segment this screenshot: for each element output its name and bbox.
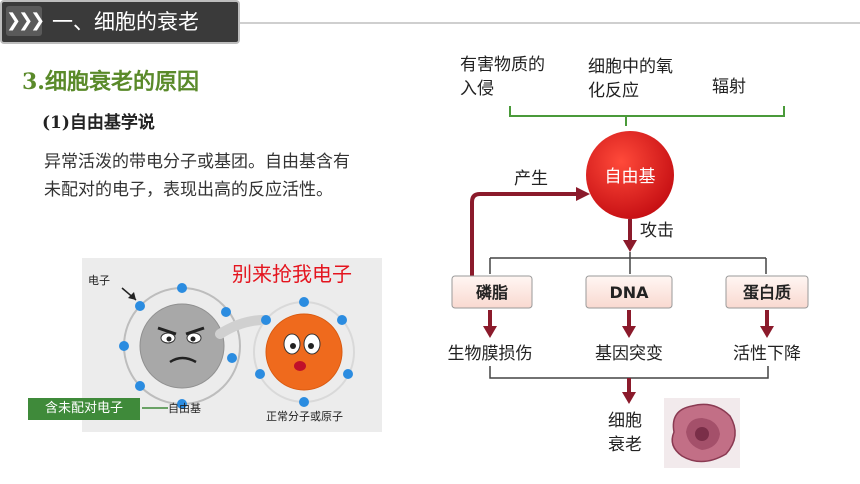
paragraph-line: 异常活泼的带电分子或基团。自由基含有 (44, 152, 350, 172)
target-box-phospholipid (451, 275, 533, 309)
effect-label: 活性下降 (733, 344, 801, 364)
produce-arrow-line (470, 192, 580, 276)
section-title: 3.细胞衰老的原因 (22, 69, 199, 95)
electron-dot (299, 397, 309, 407)
free-radical-label: 自由基 (168, 401, 201, 415)
causes-bracket (509, 106, 785, 117)
page-title: 一、细胞的衰老 (52, 10, 199, 34)
target-label: 蛋白质 (743, 283, 791, 302)
electron-pointer-head (128, 292, 136, 300)
normal-mouth (294, 361, 306, 371)
radical-pupil-right (190, 336, 196, 342)
cause-line: 有害物质的 (460, 55, 545, 75)
normal-pupil-right (308, 343, 314, 349)
electron-dot (337, 315, 347, 325)
produce-label: 产生 (514, 169, 548, 189)
electron-dot (261, 315, 271, 325)
illustration-svg: 电子 自由基 正常分子或原子 (88, 274, 355, 423)
chevron-icon: ❯❯❯ (6, 6, 45, 36)
cause-line: 细胞中的氧 (588, 57, 673, 77)
cause-item: 有害物质的 入侵 (460, 55, 545, 99)
result-line: 细胞 (608, 411, 642, 431)
effect-arrow-head (622, 326, 636, 338)
target-label: 磷脂 (476, 283, 508, 302)
aged-cell-image (664, 398, 740, 468)
free-radical-theory-diagram: 有害物质的 入侵 细胞中的氧 化反应 辐射 自由基 产生 攻击 磷脂 DNA 蛋… (448, 55, 809, 468)
free-radical-node-label: 自由基 (605, 167, 656, 187)
produce-arrow-head (576, 187, 590, 201)
electron-dot (255, 369, 265, 379)
cause-item: 辐射 (712, 77, 746, 97)
electron-dot (119, 341, 129, 351)
electron-dot (177, 283, 187, 293)
radical-brow-left (157, 326, 177, 336)
paragraph-line: 未配对的电子，表现出高的反应活性。 (44, 180, 333, 200)
result-arrow-head (622, 392, 636, 404)
radical-mouth (169, 356, 197, 364)
unpaired-electron-tag: 含未配对电子 (28, 398, 140, 420)
electron-dot (227, 353, 237, 363)
normal-atom-label: 正常分子或原子 (266, 410, 343, 423)
free-radical-node (586, 131, 674, 219)
cause-line: 化反应 (588, 81, 639, 101)
target-box-dna (585, 275, 673, 309)
electron-dot (299, 297, 309, 307)
normal-face (265, 313, 343, 391)
normal-pupil-left (290, 343, 296, 349)
attack-label: 攻击 (640, 221, 674, 241)
electron-dot (177, 399, 187, 409)
speech-text: 别来抢我电子 (232, 262, 352, 286)
target-box-protein (725, 275, 809, 309)
radical-brow-right (185, 326, 205, 336)
electron-dot (221, 307, 231, 317)
header-divider (240, 22, 860, 24)
target-label: DNA (609, 283, 649, 302)
effect-arrow-head (760, 326, 774, 338)
cause-line: 入侵 (460, 79, 494, 99)
electron-dot (135, 381, 145, 391)
effect-label: 基因突变 (595, 344, 663, 364)
attack-arrow-head (623, 240, 637, 252)
radical-pupil-left (166, 336, 172, 342)
electron-dot (343, 369, 353, 379)
effects-bracket (489, 366, 769, 379)
effect-label: 生物膜损伤 (448, 344, 533, 364)
electron-label: 电子 (88, 274, 110, 287)
result-line: 衰老 (608, 435, 642, 455)
cause-item: 细胞中的氧 化反应 (588, 57, 673, 101)
sub-title: (1)自由基学说 (42, 113, 155, 133)
electron-dot (135, 301, 145, 311)
definition-paragraph: 异常活泼的带电分子或基团。自由基含有 未配对的电子，表现出高的反应活性。 (44, 148, 444, 204)
radical-face (139, 303, 225, 389)
cause-line: 辐射 (712, 77, 746, 97)
radical-arm (215, 315, 269, 339)
effect-arrow-head (483, 326, 497, 338)
